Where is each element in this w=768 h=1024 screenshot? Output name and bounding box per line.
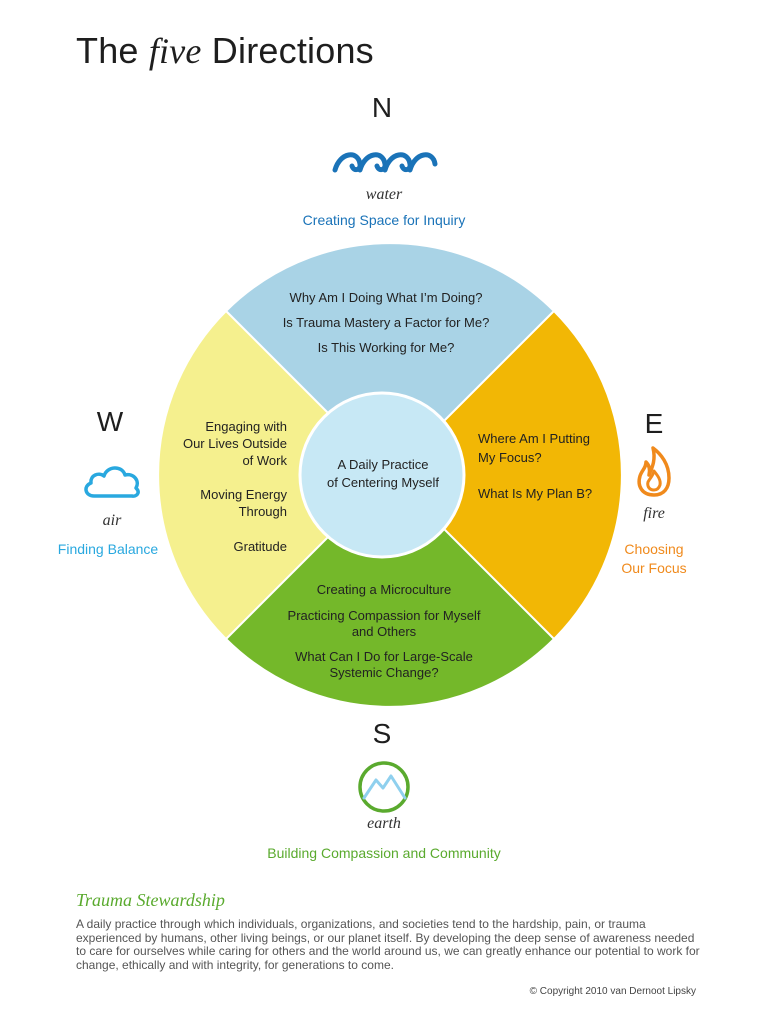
south-sector — [224, 473, 556, 708]
page-title: The five Directions — [76, 30, 374, 72]
east-item: What Is My Plan B? — [478, 486, 592, 501]
west-item: Gratitude — [234, 539, 287, 554]
south-subtitle: Building Compassion and Community — [267, 845, 501, 861]
south-element-label: earth — [367, 815, 401, 832]
mountain-icon — [358, 761, 410, 813]
east-subtitle-line: Choosing — [624, 541, 684, 557]
west-subtitle: Finding Balance — [57, 541, 159, 557]
west-sector — [157, 309, 392, 641]
east-item: Where Am I Putting — [478, 431, 590, 446]
west-item: of Work — [242, 453, 287, 468]
west-item: Engaging with — [205, 419, 287, 434]
west-item: Through — [239, 504, 287, 519]
waves-icon — [332, 152, 438, 173]
east-subtitle: Choosing Our Focus — [594, 540, 714, 578]
west-letter: W — [96, 406, 124, 437]
north-item: Is This Working for Me? — [318, 340, 455, 355]
center-circle — [298, 391, 466, 559]
east-item: My Focus? — [478, 450, 542, 465]
west-element-label: air — [102, 512, 122, 529]
east-subtitle-line: Our Focus — [621, 560, 687, 576]
south-item: What Can I Do for Large-Scale — [295, 649, 473, 664]
cloud-icon — [84, 466, 140, 498]
south-item: Systemic Change? — [329, 665, 438, 680]
center-line: of Centering Myself — [327, 475, 439, 490]
south-item: Creating a Microculture — [317, 582, 451, 597]
south-item: and Others — [352, 624, 417, 639]
south-letter: S — [372, 718, 392, 749]
west-item: Moving Energy — [200, 487, 287, 502]
north-sector — [224, 242, 556, 477]
title-suffix: Directions — [201, 30, 374, 71]
footer-title: Trauma Stewardship — [76, 890, 225, 910]
center-line: A Daily Practice — [337, 457, 428, 472]
north-item: Is Trauma Mastery a Factor for Me? — [283, 315, 490, 330]
east-element-label: fire — [643, 505, 665, 522]
north-element-label: water — [365, 186, 403, 203]
west-item: Our Lives Outside — [183, 436, 287, 451]
east-letter: E — [644, 408, 664, 439]
east-sector — [388, 309, 623, 641]
footer-body: A daily practice through which individua… — [76, 917, 700, 972]
title-prefix: The — [76, 30, 149, 71]
flame-icon — [637, 446, 671, 497]
north-subtitle: Creating Space for Inquiry — [302, 212, 466, 228]
copyright: © Copyright 2010 van Dernoot Lipsky — [529, 986, 696, 997]
south-item: Practicing Compassion for Myself — [288, 608, 481, 623]
title-emphasis: five — [148, 31, 202, 71]
north-item: Why Am I Doing What I’m Doing? — [290, 290, 483, 305]
north-letter: N — [371, 92, 393, 123]
